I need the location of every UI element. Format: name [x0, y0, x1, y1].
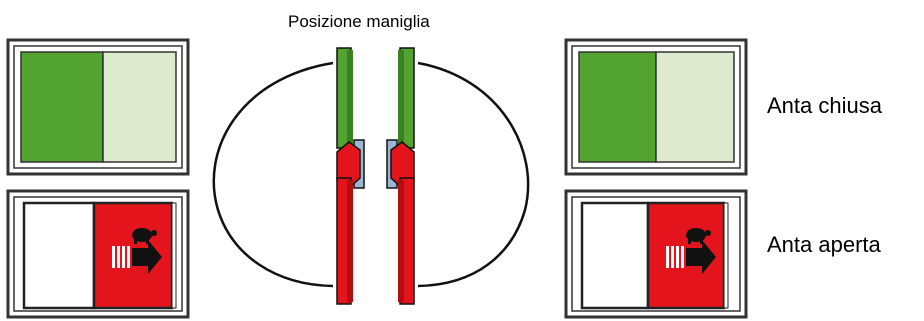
diagram-title: Posizione maniglia — [288, 12, 430, 31]
label-sash-closed: Anta chiusa — [767, 93, 882, 118]
rotation-arc-right — [417, 61, 530, 288]
label-sash-open: Anta aperta — [767, 232, 881, 257]
window-handle-icon — [386, 47, 415, 305]
rotation-arc-left — [212, 61, 334, 288]
sash-open-left — [6, 189, 190, 319]
sash-closed-light-pane — [102, 51, 177, 163]
sash-closed-dark-pane — [20, 51, 104, 163]
sash-open-right — [564, 189, 748, 319]
sash-closed-left — [6, 38, 190, 176]
sash-closed-right — [564, 38, 748, 176]
window-handle-icon — [336, 47, 365, 305]
